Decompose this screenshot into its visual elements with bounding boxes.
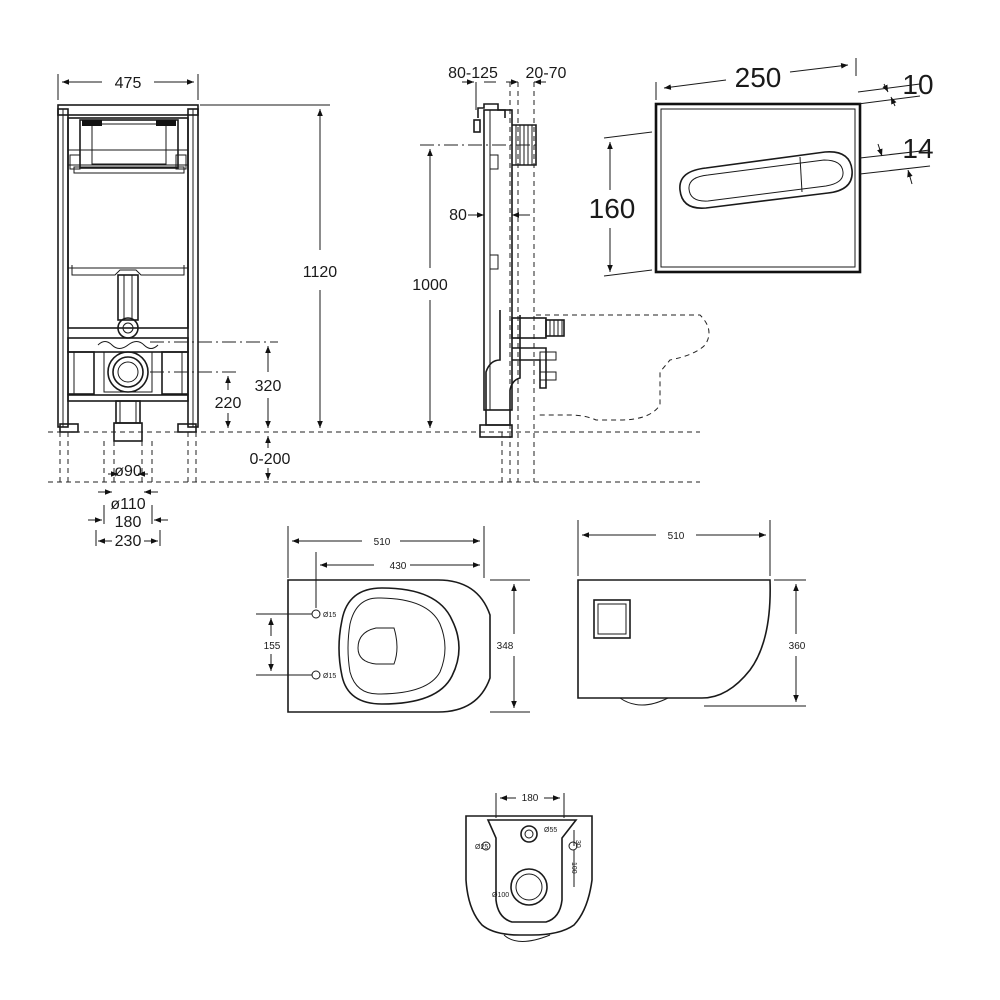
outlet-height-label: 320 xyxy=(255,378,282,395)
back-hole-100-label: Ø100 xyxy=(492,892,509,899)
plate-thickness-label: 10 xyxy=(902,69,933,100)
bowl-top-view: Ø15 Ø15 510 430 348 155 xyxy=(256,526,530,713)
bowl-top-length-label: 510 xyxy=(374,537,391,548)
plate-depth-label: 14 xyxy=(902,133,933,164)
width-180-label: 180 xyxy=(115,514,142,531)
inlet-height-label: 220 xyxy=(215,395,242,412)
bowl-height-label: 360 xyxy=(789,641,806,652)
side-height-label: 1000 xyxy=(412,277,448,294)
bowl-side-view: 510 360 xyxy=(577,520,806,707)
frame-side-view: 80-125 20-70 80 1000 xyxy=(412,65,710,482)
depth-range-label: 80-125 xyxy=(448,65,498,82)
frame-height-label: 1120 xyxy=(303,264,338,281)
plate-height-label: 160 xyxy=(589,193,636,224)
back-v100-label: 100 xyxy=(570,862,577,874)
hole-1-label: Ø15 xyxy=(323,612,336,619)
bowl-inner-length-label: 430 xyxy=(390,561,407,572)
back-hole-55-label: Ø55 xyxy=(544,827,557,834)
plate-width-label: 250 xyxy=(735,62,782,93)
wall-range-label: 20-70 xyxy=(526,65,567,82)
back-v30-label: 30 xyxy=(574,840,581,848)
offset-label: 80 xyxy=(449,207,467,224)
pipe-90-label: ø90 xyxy=(114,463,142,480)
bowl-back-view: Ø55 Ø25 Ø100 180 30 100 xyxy=(465,793,593,942)
pipe-110-label: ø110 xyxy=(110,496,145,513)
frame-width-label: 475 xyxy=(115,75,142,92)
hole-2-label: Ø15 xyxy=(323,673,336,680)
bowl-side-length-label: 510 xyxy=(668,531,685,542)
flush-plate: 250 160 10 14 xyxy=(589,58,934,277)
back-hole-25-label: Ø25 xyxy=(475,844,488,851)
adjust-range-label: 0-200 xyxy=(250,451,291,468)
hole-spacing-label: 155 xyxy=(264,641,281,652)
back-width-label: 180 xyxy=(522,793,539,804)
bowl-width-label: 348 xyxy=(497,641,514,652)
width-230-label: 230 xyxy=(115,533,142,550)
frame-front-view: 475 1120 320 220 0-200 ø90 ø110 180 xyxy=(48,74,700,550)
